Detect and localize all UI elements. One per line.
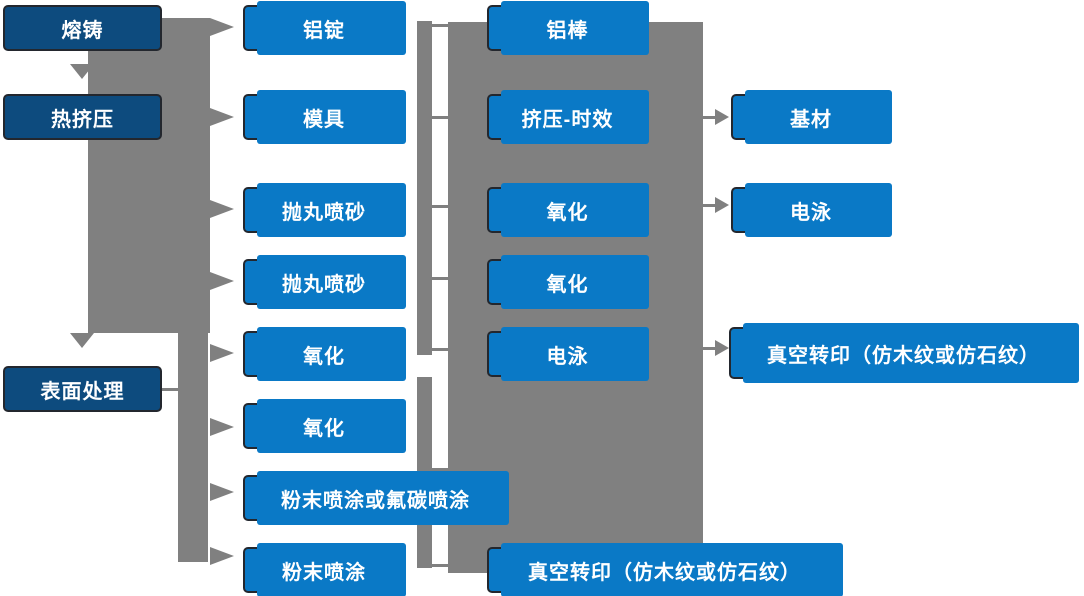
node-vacuum-transfer-right: 真空转印（仿木纹或仿石纹） [729, 323, 1079, 383]
arrow-to-base-material [715, 109, 729, 125]
connector-bar-left-lower [178, 333, 208, 562]
arrow-to-shot-blasting-1 [210, 200, 234, 218]
node-extrusion-aging: 挤压-时效 [487, 90, 649, 144]
connector-stub-row3 [432, 205, 448, 208]
node-oxidation-2: 氧化 [243, 399, 406, 453]
node-surface-treatment: 表面处理 [3, 366, 162, 412]
connector-stem-vacuum-transfer-right [703, 347, 717, 350]
node-aluminum-rod: 铝棒 [487, 1, 649, 55]
node-base-material: 基材 [731, 90, 892, 144]
arrow-to-oxidation-2 [210, 418, 234, 436]
connector-stub-row7 [432, 468, 448, 471]
node-electrophoresis-1: 电泳 [487, 327, 649, 381]
node-electrophoresis-2: 电泳 [731, 183, 892, 237]
arrow-to-powder-or-fluorocarbon [210, 483, 234, 501]
connector-stem-electrophoresis-2 [703, 204, 717, 207]
node-powder-or-fluorocarbon: 粉末喷涂或氟碳喷涂 [243, 471, 509, 525]
connector-stem-base-material [703, 116, 717, 119]
node-oxidation-3: 氧化 [487, 183, 649, 237]
connector-stub-row8 [432, 564, 448, 567]
arrow-to-vacuum-transfer-right [715, 340, 729, 356]
connector-stub-surface-treatment [162, 388, 179, 391]
arrow-down-to-surface-treatment [70, 333, 94, 348]
arrow-to-powder-coating [210, 547, 234, 565]
connector-stub-row4 [432, 277, 448, 280]
node-oxidation-4: 氧化 [487, 255, 649, 309]
node-mold: 模具 [243, 90, 406, 144]
arrow-to-oxidation-1 [210, 344, 234, 362]
node-hot-extrusion: 热挤压 [3, 94, 162, 140]
arrow-to-electrophoresis-2 [715, 197, 729, 213]
node-vacuum-transfer-bottom: 真空转印（仿木纹或仿石纹） [487, 543, 843, 596]
node-powder-coating: 粉末喷涂 [243, 543, 406, 596]
node-shot-blasting-1: 抛丸喷砂 [243, 183, 406, 237]
connector-bar-mid-upper [417, 21, 432, 355]
connector-stub-row5 [432, 348, 448, 351]
arrow-to-aluminum-ingot [210, 18, 234, 36]
connector-stub-row1 [432, 24, 448, 27]
arrow-down-to-hot-extrusion [70, 64, 94, 79]
connector-stub-row2 [432, 116, 448, 119]
arrow-to-mold [210, 108, 234, 126]
node-melting: 熔铸 [3, 5, 162, 51]
node-aluminum-ingot: 铝锭 [243, 1, 406, 55]
node-oxidation-1: 氧化 [243, 327, 406, 381]
arrow-to-shot-blasting-2 [210, 272, 234, 290]
node-shot-blasting-2: 抛丸喷砂 [243, 255, 406, 309]
connector-bar-left-main [88, 18, 210, 333]
